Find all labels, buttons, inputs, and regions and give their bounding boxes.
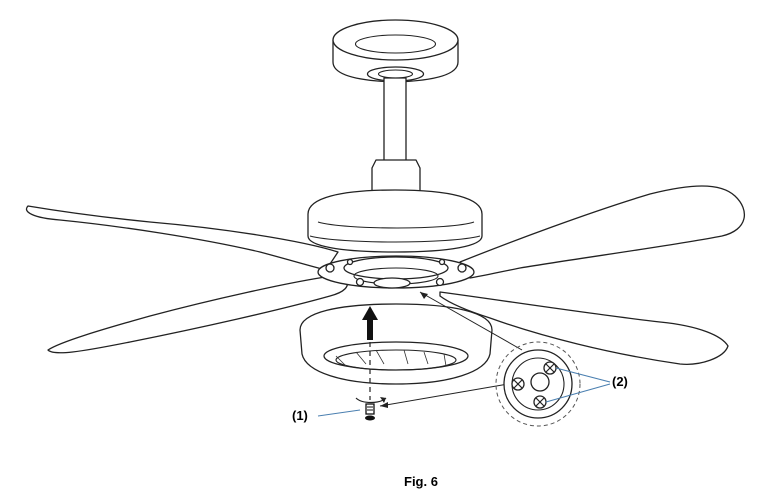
fan-blade [459, 185, 745, 279]
detail-inset [495, 341, 581, 427]
up-arrow-icon [362, 306, 378, 340]
callout-leader-2 [545, 367, 611, 403]
callout-label-2: (2) [612, 374, 628, 389]
motor-housing [307, 159, 483, 253]
bracket-plate [317, 255, 475, 289]
screw [365, 403, 375, 421]
fan-blade [47, 275, 348, 354]
callout-label-1: (1) [292, 408, 308, 423]
downrod [383, 77, 407, 167]
figure-caption: Fig. 6 [404, 474, 438, 489]
fan-blade [439, 291, 729, 365]
callout-leader-1 [317, 409, 361, 417]
fan-blade [25, 205, 339, 271]
detail-pointer [419, 291, 523, 351]
ceiling-canopy [332, 19, 459, 83]
callout-leader-screw [379, 383, 509, 408]
rotate-arrow-icon [355, 397, 387, 404]
light-kit [299, 303, 493, 385]
